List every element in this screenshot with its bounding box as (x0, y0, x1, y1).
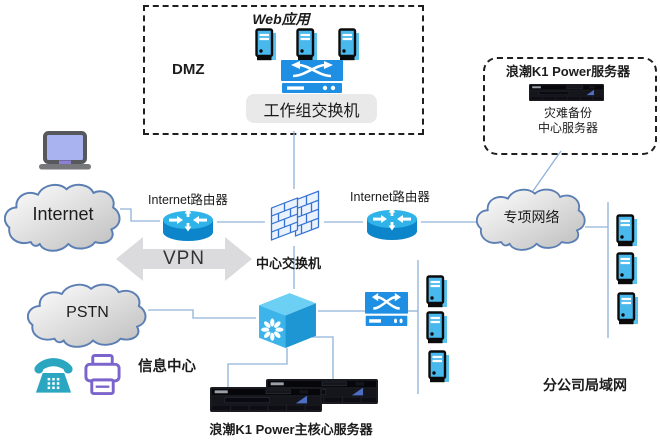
rack-server-icon (529, 84, 604, 101)
laptop-icon (37, 130, 93, 173)
server-tower-icon (255, 28, 277, 62)
pstn-cloud: PSTN (27, 282, 148, 349)
firewall-icon (265, 188, 324, 246)
pstn-cloud-label: PSTN (66, 303, 109, 321)
printer-icon (83, 352, 122, 398)
internet-cloud: Internet (4, 182, 122, 253)
core-switch-cube-icon (255, 289, 318, 348)
workgroup-switch-label: 工作组交换机 (246, 94, 377, 123)
server-tower-icon (616, 252, 638, 286)
core-switch-label: 中心交换机 (256, 256, 322, 271)
server-tower-icon (426, 311, 448, 345)
backup-caption-line2: 中心服务器 (537, 121, 598, 135)
rack-server-icon (210, 387, 322, 412)
branch-lan-label: 分公司局域网 (543, 377, 627, 393)
server-tower-icon (296, 28, 318, 62)
internet-cloud-label: Internet (32, 204, 94, 225)
telephone-icon (31, 355, 76, 395)
web-app-title: Web应用 (252, 11, 310, 27)
router-left-label: Internet路由器 (148, 193, 228, 207)
special-network-cloud: 专项网络 (476, 187, 587, 252)
router-icon (363, 204, 421, 242)
server-tower-icon (617, 292, 639, 326)
info-center-label: 信息中心 (138, 359, 196, 375)
dmz-zone-box (143, 5, 424, 135)
server-tower-icon (428, 350, 450, 384)
server-tower-icon (616, 214, 638, 248)
server-tower-icon (426, 275, 448, 309)
dmz-label: DMZ (172, 61, 205, 78)
workgroup-switch-icon (281, 60, 343, 93)
main-core-server-label: 浪潮K1 Power主核心服务器 (209, 422, 373, 437)
backup-caption-line1: 灾难备份 (543, 106, 592, 120)
special-network-cloud-label: 专项网络 (503, 208, 560, 225)
router-right-label: Internet路由器 (350, 190, 430, 204)
server-tower-icon (338, 28, 360, 62)
backup-box-title: 浪潮K1 Power服务器 (505, 64, 631, 79)
switch-icon (365, 292, 408, 326)
backup-caption: 灾难备份 中心服务器 (483, 106, 653, 136)
vpn-label: VPN (162, 248, 206, 269)
backup-server-box (483, 57, 657, 155)
